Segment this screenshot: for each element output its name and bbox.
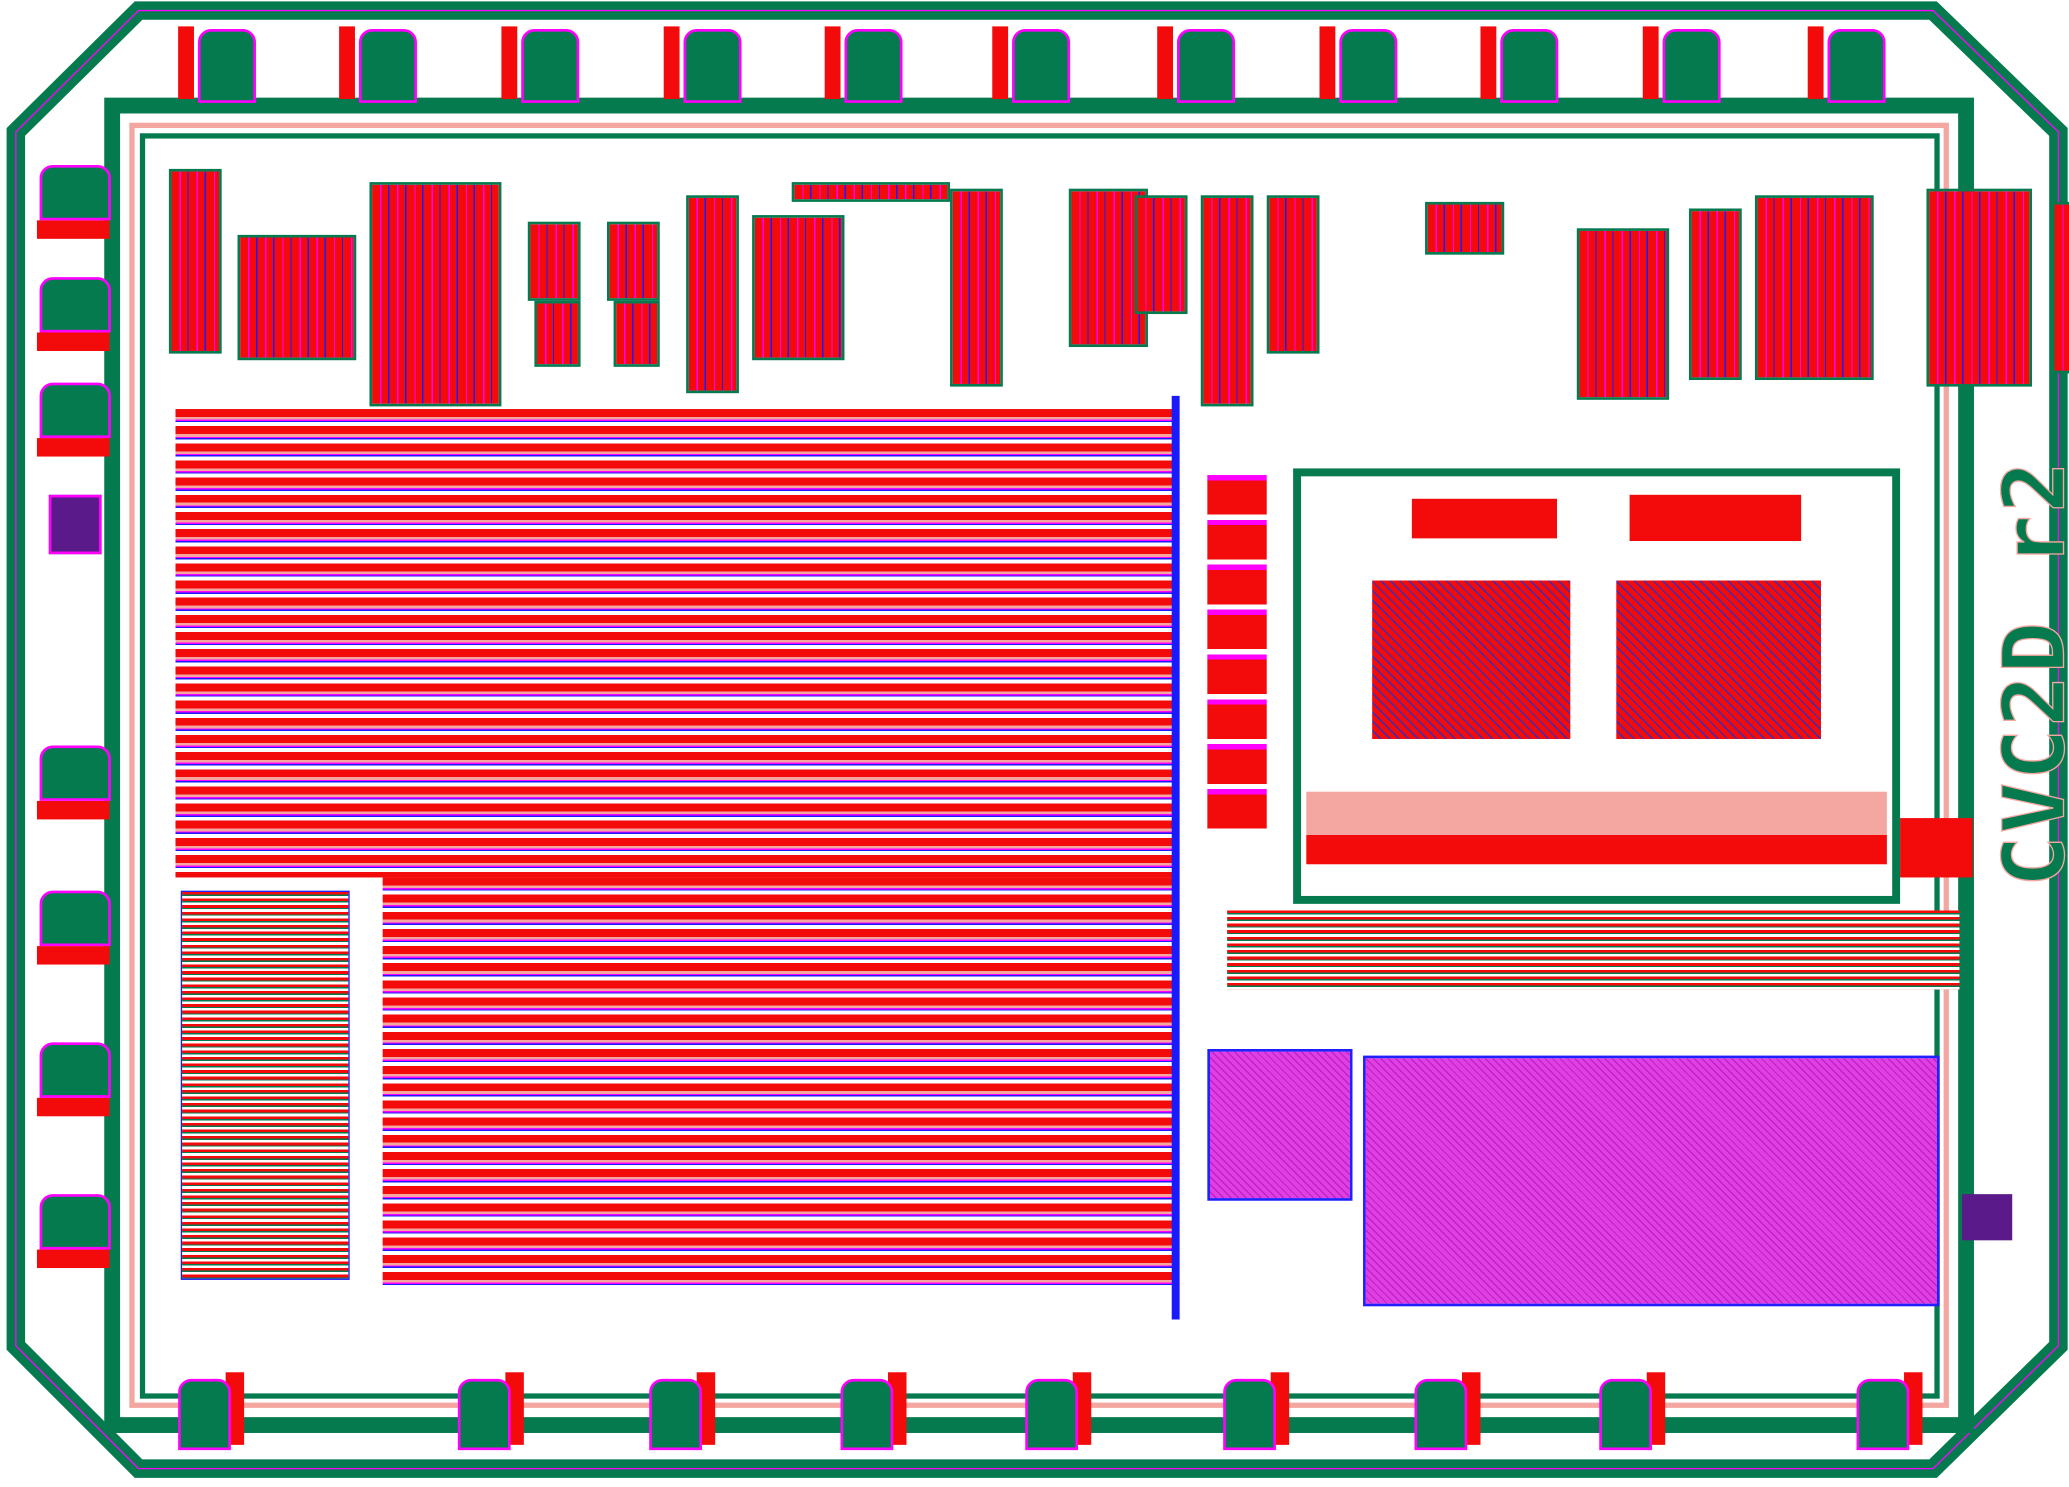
top-pad xyxy=(1662,29,1721,103)
left-pad xyxy=(39,164,111,221)
driver-row xyxy=(1306,791,1887,865)
circuit-block xyxy=(752,215,845,361)
circuit-block xyxy=(1200,195,1254,407)
left-pad xyxy=(39,277,111,333)
bias-block xyxy=(1411,498,1558,539)
pad-driver xyxy=(501,26,518,99)
circuit-block xyxy=(527,221,581,301)
top-pad xyxy=(1012,29,1071,103)
top-pad xyxy=(1500,29,1559,103)
left-pad xyxy=(39,1194,111,1250)
left-pad xyxy=(39,382,111,439)
core-logic-lower xyxy=(382,877,1175,1287)
circuit-block xyxy=(613,300,660,367)
bottom-pad xyxy=(1856,1378,1910,1451)
bottom-pad xyxy=(649,1378,702,1451)
left-pad xyxy=(39,890,111,947)
circuit-block xyxy=(791,182,951,202)
pad-driver xyxy=(36,220,110,239)
top-pad xyxy=(683,29,742,103)
register-block xyxy=(180,890,350,1280)
pad-driver xyxy=(36,438,110,457)
pad-driver xyxy=(1157,26,1174,99)
circuit-block xyxy=(1425,201,1505,255)
pad-driver xyxy=(36,946,110,965)
top-pad xyxy=(1176,29,1236,103)
circuit-block xyxy=(1926,188,2033,387)
chip-label: CVC2D_r2 xyxy=(1987,458,2069,887)
circuit-block xyxy=(1266,195,1320,354)
chip-label-text: CVC2D_r2 xyxy=(1987,458,2069,887)
pad-driver xyxy=(663,26,680,99)
capacitor-small xyxy=(1207,1049,1353,1201)
top-pad xyxy=(521,29,580,103)
switch-column xyxy=(1207,475,1267,832)
array-left xyxy=(1372,580,1571,739)
circuit-block xyxy=(237,234,357,361)
circuit-block xyxy=(950,188,1003,387)
pad-driver xyxy=(36,800,110,820)
circuit-block xyxy=(369,182,502,407)
pad-driver xyxy=(36,1097,110,1117)
circuit-block xyxy=(1688,208,1742,381)
top-pad xyxy=(197,29,256,103)
pad-driver xyxy=(824,26,841,99)
circuit-block xyxy=(1068,188,1148,348)
pad-driver xyxy=(1480,26,1497,99)
bottom-pad xyxy=(1414,1378,1468,1451)
bottom-pad xyxy=(1599,1378,1653,1451)
bottom-pad xyxy=(1223,1378,1276,1451)
purple-block xyxy=(1962,1194,2013,1241)
circuit-block xyxy=(2051,201,2069,374)
pad-driver xyxy=(992,26,1009,99)
circuit-block xyxy=(1134,195,1188,315)
top-pad xyxy=(1827,29,1886,103)
bottom-pad xyxy=(457,1378,511,1451)
circuit-block xyxy=(606,221,660,301)
pad-driver xyxy=(1319,26,1336,99)
analog-blocks-top xyxy=(158,156,2069,407)
purple-block-left xyxy=(48,494,102,555)
top-pad xyxy=(844,29,903,103)
pad-driver xyxy=(339,26,355,99)
top-pad xyxy=(1339,29,1398,103)
pad-driver xyxy=(1642,26,1659,99)
top-pad xyxy=(358,29,417,103)
pad-driver xyxy=(178,26,194,99)
side-block xyxy=(1900,818,1973,878)
bottom-pad xyxy=(1025,1378,1079,1451)
array-right xyxy=(1616,580,1821,739)
capacitor-large xyxy=(1363,1055,1940,1307)
bias-block-2 xyxy=(1629,494,1802,541)
circuit-block xyxy=(1754,195,1874,381)
left-pad xyxy=(39,745,111,801)
circuit-block xyxy=(1576,228,1670,400)
pad-driver xyxy=(36,1249,110,1269)
bus-rows xyxy=(1227,910,1960,990)
pad-driver xyxy=(1807,26,1824,99)
bottom-pad xyxy=(840,1378,894,1451)
dac-frame xyxy=(1293,468,1901,904)
left-pad xyxy=(39,1042,111,1098)
core-logic-upper xyxy=(175,409,1176,878)
circuit-block xyxy=(686,195,739,394)
pad-driver xyxy=(36,332,110,351)
bottom-pad xyxy=(178,1378,231,1451)
circuit-block xyxy=(168,168,222,354)
circuit-block xyxy=(534,300,581,367)
power-rail xyxy=(1171,395,1180,1320)
